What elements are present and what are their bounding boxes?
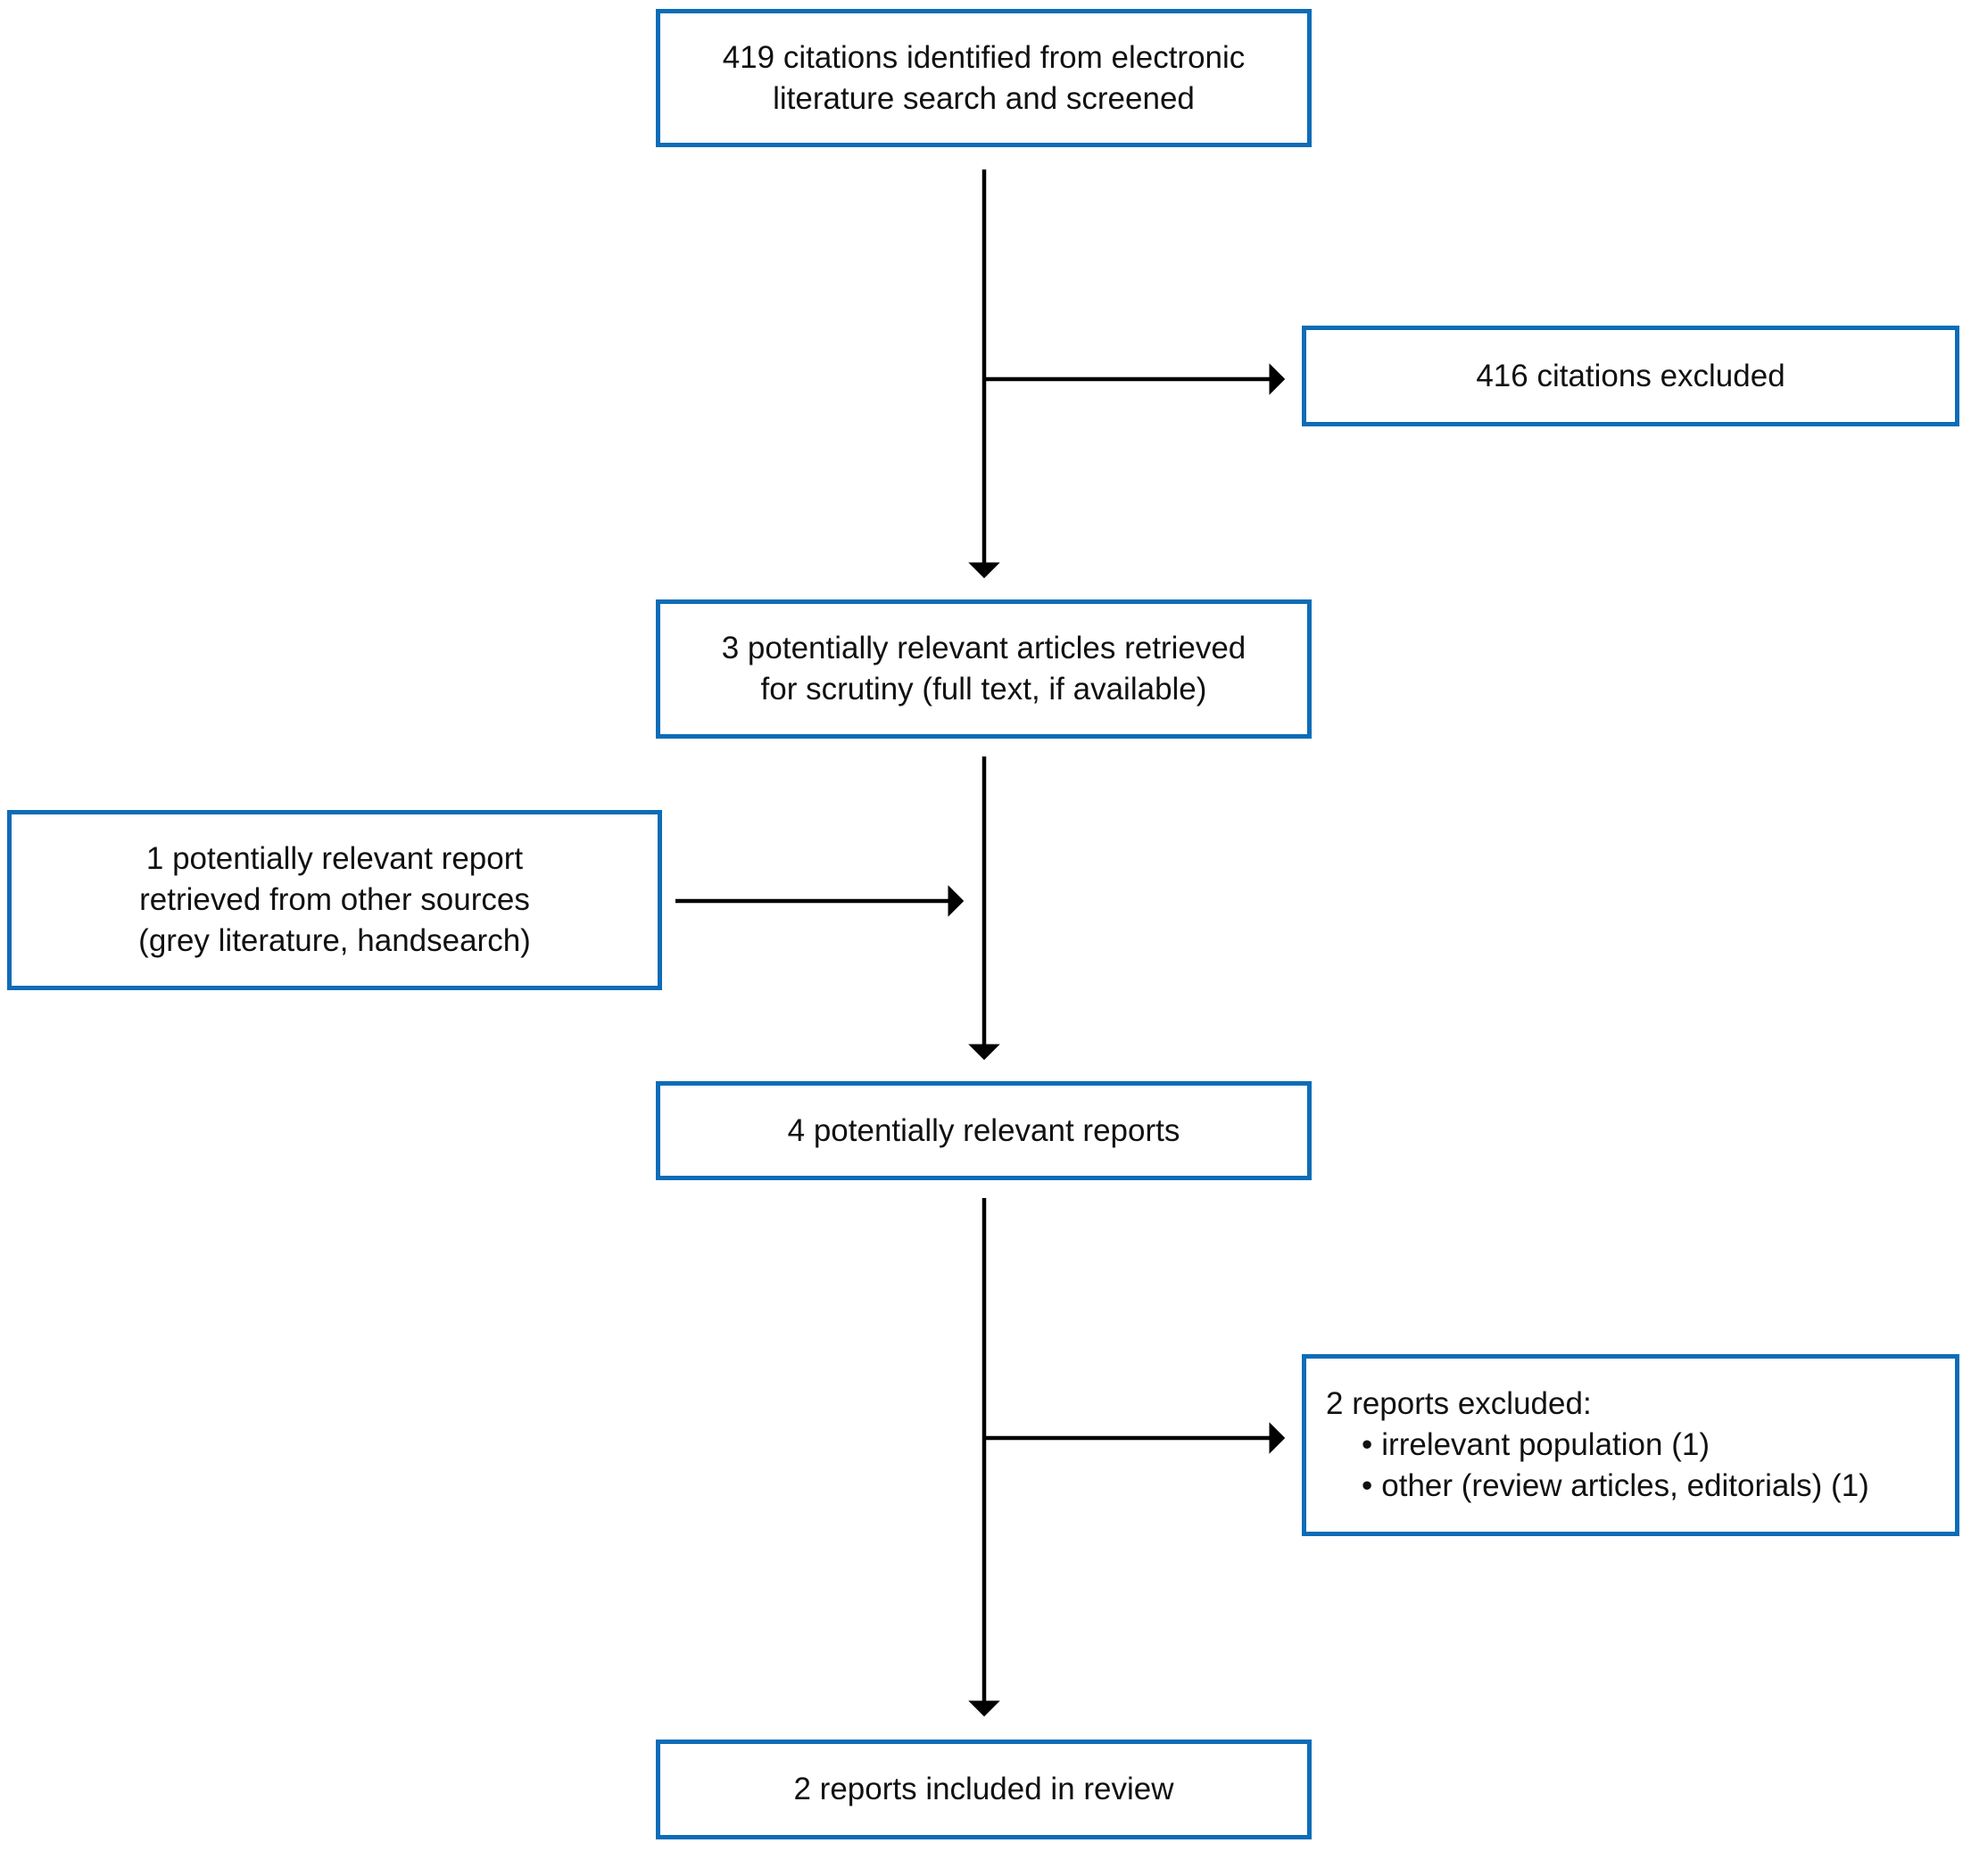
node-citations-screened-label: 419 citations identified from electronic… [722, 39, 1246, 116]
excluded-reason-item: • other (review articles, editorials) (1… [1306, 1466, 1869, 1507]
excluded-reason-label: other (review articles, editorials) (1) [1381, 1468, 1869, 1503]
excluded-reason-label: irrelevant population (1) [1381, 1427, 1710, 1462]
node-citations-excluded-label: 416 citations excluded [1476, 358, 1785, 393]
excluded-reason-item: • irrelevant population (1) [1306, 1425, 1710, 1466]
node-reports-excluded: 2 reports excluded: • irrelevant populat… [1302, 1354, 1959, 1536]
node-reports-included-label: 2 reports included in review [793, 1772, 1174, 1806]
node-citations-screened: 419 citations identified from electronic… [656, 9, 1312, 147]
node-relevant-reports-label: 4 potentially relevant reports [787, 1112, 1180, 1148]
bullet-icon: • [1362, 1468, 1373, 1503]
node-other-sources: 1 potentially relevant report retrieved … [7, 810, 662, 990]
node-other-sources-label: 1 potentially relevant report retrieved … [138, 841, 531, 958]
node-relevant-reports: 4 potentially relevant reports [656, 1081, 1312, 1180]
node-articles-retrieved: 3 potentially relevant articles retrieve… [656, 599, 1312, 739]
node-citations-excluded: 416 citations excluded [1302, 326, 1959, 426]
bullet-icon: • [1362, 1427, 1373, 1462]
node-articles-retrieved-label: 3 potentially relevant articles retrieve… [721, 631, 1246, 707]
node-reports-included: 2 reports included in review [656, 1740, 1312, 1839]
node-reports-excluded-title: 2 reports excluded: [1326, 1386, 1592, 1421]
